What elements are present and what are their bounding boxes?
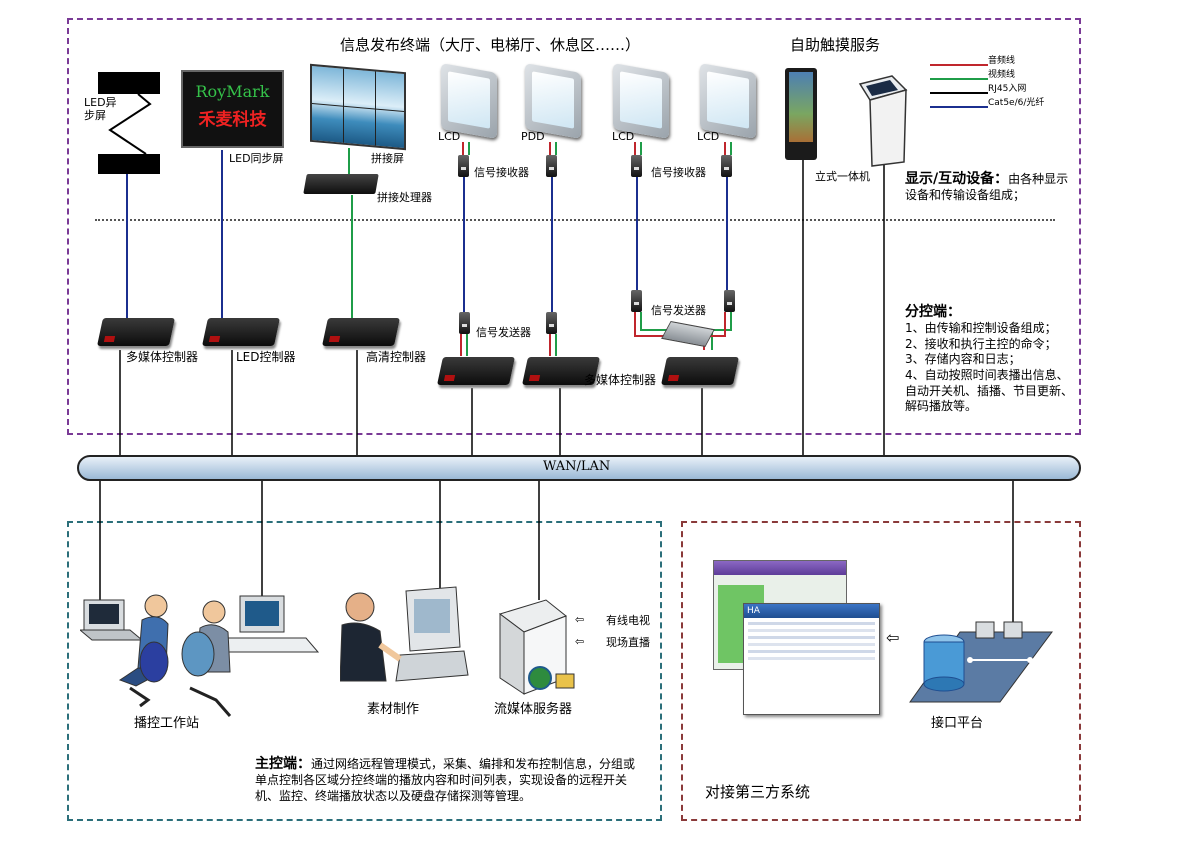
branch-note-line-3: 3、存储内容和日志； xyxy=(905,352,1021,367)
receiver-label-2: 信号接收器 xyxy=(651,166,706,179)
sign-brand: RoyMark xyxy=(195,82,270,101)
lcd-monitor-3 xyxy=(700,63,756,139)
signal-receiver-3 xyxy=(631,155,642,177)
led-async-screen-top xyxy=(98,72,160,94)
display-note-title: 显示/互动设备： xyxy=(905,171,1009,187)
display-note-text: 由各种显示设备和传输设备组成； xyxy=(905,172,1069,203)
signal-sender-1 xyxy=(459,312,470,334)
lcd-monitor-2 xyxy=(613,63,669,139)
led-sync-sign: RoyMark 禾麦科技 xyxy=(181,70,284,148)
signal-receiver-4 xyxy=(721,155,732,177)
lcd-label-2: LCD xyxy=(612,130,635,143)
material-production-label: 素材制作 xyxy=(367,702,420,717)
master-note-title: 主控端： xyxy=(255,756,311,772)
workstation-icon xyxy=(80,594,320,717)
legend-swatch xyxy=(930,92,988,94)
signal-receiver-2 xyxy=(546,155,557,177)
multimedia-controller-label-1: 多媒体控制器 xyxy=(126,350,199,364)
legend-label: 视频线 xyxy=(988,70,1016,80)
arrow-icon-cable: ⇦ xyxy=(575,613,585,626)
hd-controller-label: 高清控制器 xyxy=(366,350,427,364)
multimedia-controller-2 xyxy=(437,357,515,385)
window-brand: HA xyxy=(744,604,879,618)
live-label: 现场直播 xyxy=(606,636,650,649)
kiosk-label: 立式一体机 xyxy=(815,170,870,183)
branch-note-line-4: 4、自动按照时间表播出信息、自动开关机、插播、节目更新、解码播放等。 xyxy=(905,367,1074,414)
cable-tv-label: 有线电视 xyxy=(606,614,650,627)
legend-swatch xyxy=(930,64,988,66)
multimedia-controller-label-2: 多媒体控制器 xyxy=(584,373,657,387)
splice-screen-label: 拼接屏 xyxy=(371,152,404,165)
splice-processor-label: 拼接处理器 xyxy=(377,191,432,204)
third-party-box xyxy=(681,521,1081,821)
lcd-label-3: LCD xyxy=(697,130,720,143)
third-party-window-front: HA xyxy=(743,603,880,715)
sign-text: 禾麦科技 xyxy=(198,110,267,130)
legend-item: 视频线 xyxy=(930,70,1050,86)
legend-item: RJ45入网 xyxy=(930,84,1050,100)
legend-swatch xyxy=(930,78,988,80)
network-bus xyxy=(77,455,1081,481)
legend-label: 音频线 xyxy=(988,56,1016,66)
led-async-screen-bottom xyxy=(98,154,160,174)
material-production-icon xyxy=(340,586,469,682)
sender-label-1: 信号发送器 xyxy=(476,326,531,339)
server-label: 流媒体服务器 xyxy=(494,702,573,717)
arrow-icon-live: ⇦ xyxy=(575,635,585,648)
lcd-label-1: LCD xyxy=(438,130,461,143)
legend-label: Cat5e/6/光纤 xyxy=(988,98,1045,108)
legend-label: RJ45入网 xyxy=(988,84,1027,94)
network-bus-label: WAN/LAN xyxy=(543,459,611,474)
display-section-box xyxy=(67,18,1081,435)
led-sync-label: LED同步屏 xyxy=(229,152,284,165)
display-note: 显示/互动设备：由各种显示设备和传输设备组成； xyxy=(905,170,1075,204)
legend-item: 音频线 xyxy=(930,56,1050,72)
branch-note-title: 分控端： xyxy=(905,304,961,320)
branch-note-line-1: 1、由传输和控制设备组成； xyxy=(905,321,1057,336)
zigzag-icon xyxy=(108,94,152,154)
tier-separator xyxy=(95,219,1055,221)
hd-controller xyxy=(322,318,400,346)
arrow-icon-interface: ⇦ xyxy=(886,628,900,647)
master-note-text: 通过网络远程管理模式，采集、编排和发布控制信息，分组或单点控制各区域分控终端的播… xyxy=(255,757,636,803)
signal-sender-3 xyxy=(631,290,642,312)
pdd-monitor xyxy=(525,63,581,139)
splice-screen xyxy=(310,63,406,151)
multimedia-controller-4 xyxy=(661,357,739,385)
signal-sender-4 xyxy=(724,290,735,312)
sender-label-2: 信号发送器 xyxy=(651,304,706,317)
branch-note: 分控端： 1、由传输和控制设备组成； 2、接收和执行主控的命令； 3、存储内容和… xyxy=(905,303,1077,415)
signal-receiver-1 xyxy=(458,155,469,177)
led-controller xyxy=(202,318,280,346)
interface-platform-label: 接口平台 xyxy=(931,716,984,731)
multimedia-controller-1 xyxy=(97,318,175,346)
legend-item: Cat5e/6/光纤 xyxy=(930,98,1050,114)
legend: 音频线视频线 RJ45入网 Cat5e/6/光纤 xyxy=(930,56,1050,114)
signal-sender-2 xyxy=(546,312,557,334)
led-controller-label: LED控制器 xyxy=(236,350,296,364)
touch-service-title: 自助触摸服务 xyxy=(790,36,881,54)
pdd-label: PDD xyxy=(521,130,545,143)
third-party-title: 对接第三方系统 xyxy=(705,783,811,801)
standing-kiosk xyxy=(785,68,817,160)
lcd-monitor-1 xyxy=(441,63,497,139)
receiver-label-1: 信号接收器 xyxy=(474,166,529,179)
workstation-label: 播控工作站 xyxy=(134,716,200,731)
led-async-label: LED异 步屏 xyxy=(84,96,117,123)
master-note: 主控端：通过网络远程管理模式，采集、编排和发布控制信息，分组或单点控制各区域分控… xyxy=(255,755,635,804)
touch-kiosk-icon xyxy=(858,75,908,167)
master-section-box xyxy=(67,521,662,821)
splice-processor xyxy=(303,174,379,194)
interface-platform-icon xyxy=(909,621,1053,703)
display-section-title: 信息发布终端（大厅、电梯厅、休息区……） xyxy=(340,36,641,54)
server-icon xyxy=(498,599,575,695)
legend-swatch xyxy=(930,106,988,108)
branch-note-line-2: 2、接收和执行主控的命令； xyxy=(905,336,1057,351)
